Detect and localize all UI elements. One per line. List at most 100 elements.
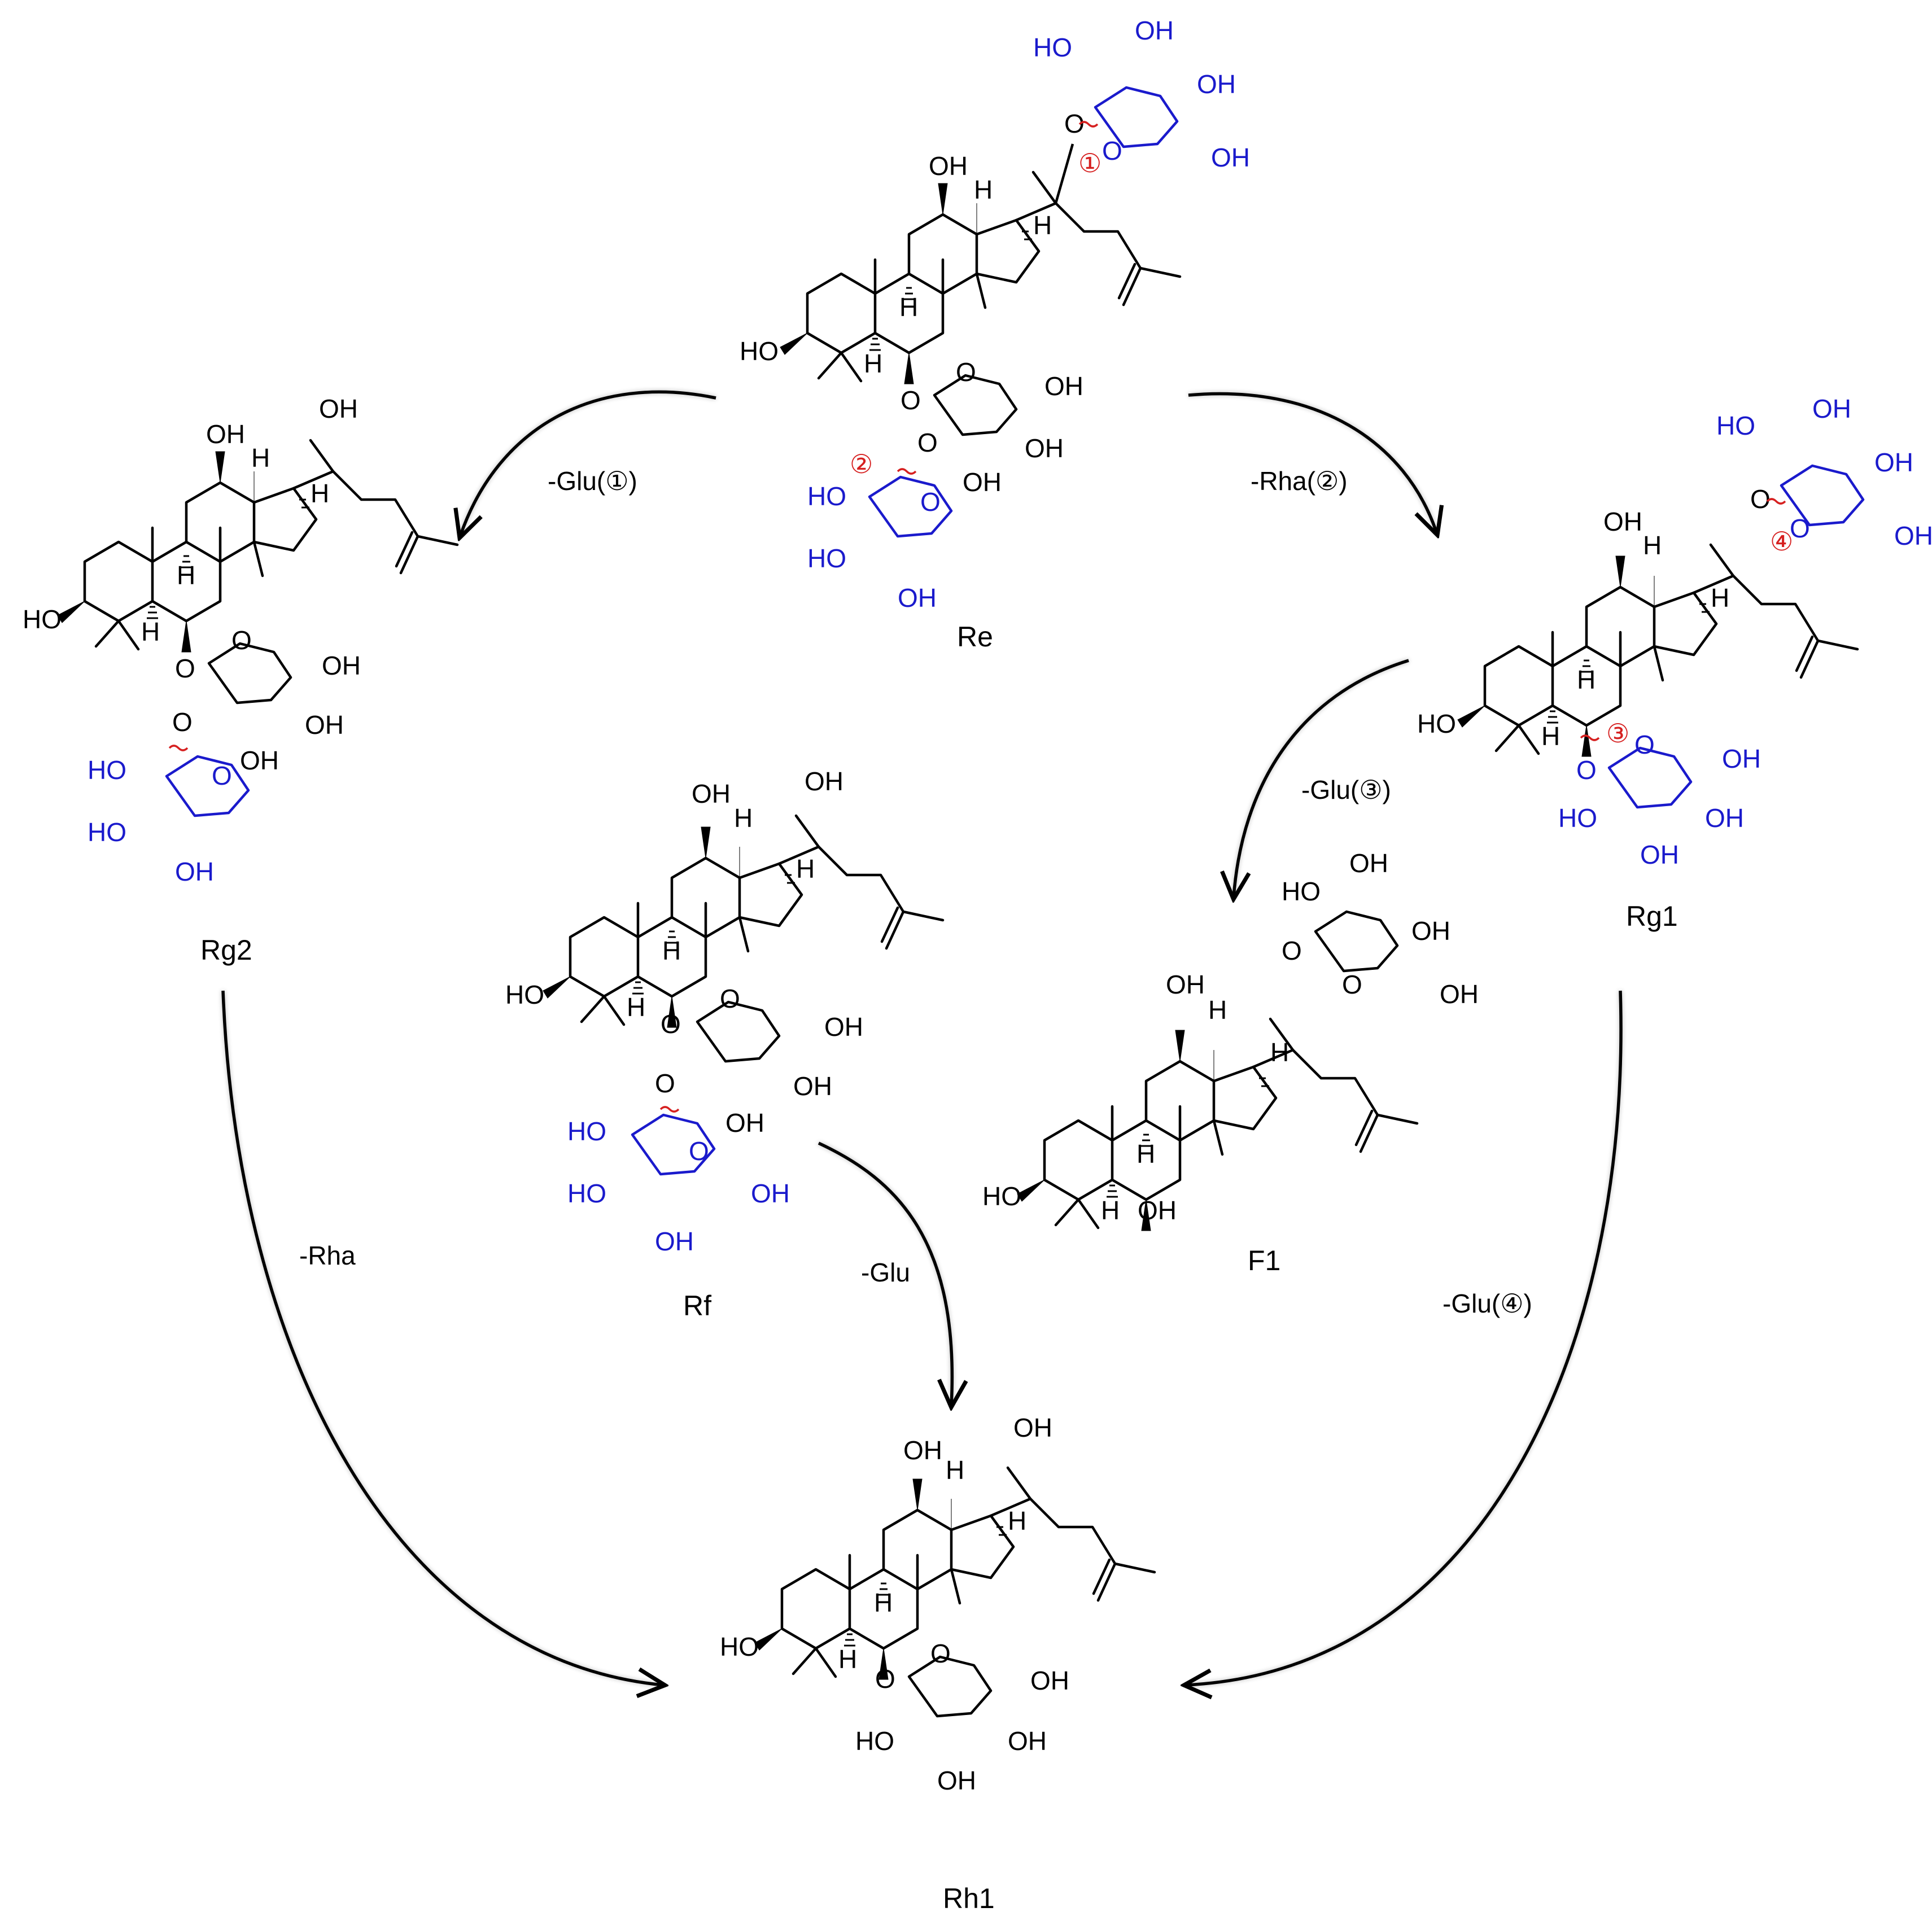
- atom-label: OH: [1411, 916, 1450, 946]
- atom-label: HO: [567, 1179, 606, 1208]
- atom-label: HO: [1033, 33, 1072, 62]
- reaction-labels: -Glu(①) -Rha(②) -Glu(③) -Rha -Glu -Glu(④…: [299, 466, 1532, 1318]
- atom-label: O: [875, 1664, 895, 1694]
- reaction-label-glu3: -Glu(③): [1301, 775, 1391, 804]
- atom-label: HO: [807, 482, 846, 511]
- atom-label: O: [231, 625, 252, 655]
- atom-label: OH: [319, 394, 358, 423]
- atom-label: O: [930, 1639, 951, 1668]
- atom-label: HO: [505, 980, 544, 1009]
- atom-label: O: [1576, 755, 1597, 785]
- reaction-arrows: [221, 390, 1623, 1685]
- atom-label: H: [662, 936, 681, 965]
- atom-label: HO: [1417, 709, 1456, 738]
- compound-label-f1: F1: [1248, 1245, 1280, 1276]
- atom-label: OH: [793, 1071, 832, 1101]
- atom-label: HO: [1558, 803, 1597, 833]
- cleavage-marker-4: ④: [1770, 527, 1793, 556]
- atom-label: OH: [1894, 521, 1932, 550]
- arrow-rg1-to-f1: [1234, 659, 1409, 898]
- atom-label: OH: [929, 151, 968, 181]
- atom-label: H: [864, 349, 882, 378]
- atom-label: O: [172, 707, 193, 737]
- atom-label: OH: [1705, 803, 1744, 833]
- atom-label: OH: [1197, 69, 1236, 99]
- compound-rf: HO OH OH H H H H O O OH OH OH O O HO HO …: [505, 767, 943, 1256]
- atom-label: O: [920, 487, 941, 517]
- compound-re: HO OH H H H H O HO OH OH O OH ① O O OH O…: [740, 16, 1250, 613]
- atom-label: OH: [1874, 448, 1913, 477]
- atom-label: OH: [206, 419, 245, 449]
- atom-label: O: [661, 1009, 681, 1039]
- cleavage-marker-1: ①: [1078, 148, 1101, 178]
- atom-label: O: [1790, 514, 1810, 543]
- atom-label: OH: [1603, 507, 1642, 536]
- atom-label: HO: [88, 817, 126, 847]
- atom-label: H: [1208, 995, 1227, 1025]
- atom-label: H: [627, 992, 645, 1022]
- reaction-label-rha2: -Rha(②): [1251, 466, 1348, 496]
- compound-label-rg1: Rg1: [1626, 900, 1678, 932]
- cleavage-marker-3: ③: [1606, 719, 1629, 748]
- atom-label: O: [720, 984, 740, 1013]
- arrow-rg1-to-rh1: [1186, 990, 1623, 1685]
- atom-label: H: [141, 617, 160, 646]
- atom-label: OH: [305, 710, 344, 740]
- atom-label: O: [917, 428, 938, 457]
- atom-label: H: [838, 1644, 857, 1674]
- atom-label: OH: [1025, 434, 1064, 463]
- atom-label: H: [177, 561, 195, 590]
- atom-label: H: [251, 443, 270, 473]
- atom-label: H: [874, 1588, 893, 1617]
- atom-label: O: [956, 357, 976, 387]
- atom-label: OH: [322, 651, 361, 680]
- atom-label: OH: [175, 857, 214, 886]
- atom-label: O: [1750, 484, 1771, 514]
- compound-label-rh1: Rh1: [943, 1883, 995, 1914]
- atom-label: OH: [805, 767, 843, 796]
- arrow-re-to-rg2: [460, 390, 716, 536]
- atom-label: O: [1102, 136, 1122, 165]
- atom-label: OH: [655, 1227, 694, 1256]
- atom-label: O: [212, 761, 232, 790]
- atom-label: OH: [1013, 1413, 1052, 1442]
- atom-label: H: [1643, 531, 1662, 560]
- atom-label: OH: [1722, 744, 1761, 773]
- atom-label: OH: [1440, 979, 1479, 1009]
- atom-label: H: [974, 175, 993, 204]
- atom-label: H: [1577, 665, 1596, 694]
- atom-label: OH: [1349, 848, 1388, 878]
- atom-label: HO: [982, 1182, 1021, 1211]
- atom-label: OH: [1812, 394, 1851, 423]
- atom-label: H: [899, 292, 918, 322]
- compound-label-rg2: Rg2: [200, 934, 252, 966]
- atom-label: OH: [240, 746, 279, 775]
- reaction-label-glu1: -Glu(①): [548, 466, 637, 496]
- atom-label: O: [901, 386, 921, 415]
- atom-label: H: [946, 1455, 964, 1485]
- atom-label: O: [1634, 730, 1655, 759]
- atom-label: HO: [567, 1117, 606, 1146]
- atom-label: O: [1282, 936, 1302, 965]
- atom-label: OH: [1640, 840, 1679, 869]
- atom-label: H: [1008, 1506, 1026, 1535]
- atom-label: OH: [725, 1108, 764, 1138]
- atom-label: OH: [963, 467, 1002, 497]
- atom-label: H: [1033, 211, 1052, 240]
- atom-label: OH: [692, 779, 731, 808]
- atom-label: OH: [1211, 143, 1250, 172]
- compound-label-rf: Rf: [683, 1290, 711, 1322]
- atom-label: O: [655, 1069, 675, 1098]
- atom-label: HO: [1282, 877, 1321, 906]
- atom-label: OH: [824, 1012, 863, 1042]
- atom-label: OH: [937, 1766, 976, 1795]
- atom-label: HO: [720, 1632, 759, 1661]
- reaction-label-glu: -Glu: [861, 1258, 910, 1287]
- atom-label: OH: [903, 1436, 942, 1465]
- atom-label: HO: [1716, 411, 1755, 440]
- arrow-re-to-rg1: [1188, 392, 1437, 533]
- atom-label: H: [1101, 1196, 1120, 1225]
- atom-label: OH: [898, 583, 937, 613]
- cleavage-marker-2: ②: [850, 449, 873, 479]
- compound-label-re: Re: [957, 621, 993, 653]
